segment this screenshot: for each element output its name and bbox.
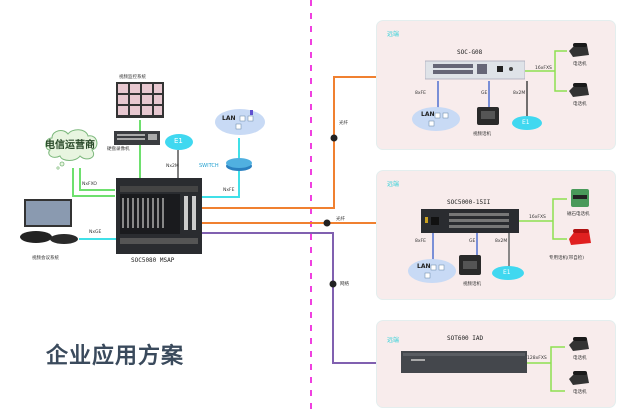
- phone-label: 磁石电话机: [567, 212, 590, 217]
- e1-cloud-icon[interactable]: [491, 265, 525, 281]
- lan-cloud-icon[interactable]: [411, 105, 461, 133]
- soc5080-msap-device[interactable]: [116, 178, 202, 254]
- remote-site-1-panel: 远端 SOC-G08 8xFE GE 8x2M 16xFXS LAN 视频话机 …: [376, 20, 616, 150]
- central-device-label: SOC5080 MSAP: [131, 257, 175, 264]
- carrier-label: 电信运营商: [45, 140, 95, 151]
- video-conference-label: 视频会议系统: [32, 256, 59, 261]
- e1-label: E1: [174, 137, 183, 145]
- remote-site-2-panel: 远端 SOC5000-15II 8xFE GE 8x2M 16xFXS LAN …: [376, 170, 616, 300]
- trunk-2-label: 光纤: [336, 217, 345, 222]
- fxo-link-label: NxFXO: [82, 182, 97, 187]
- video-phone-icon[interactable]: [457, 253, 483, 277]
- fxs-port-label: 16xFXS: [529, 215, 546, 220]
- video-monitor-wall-icon[interactable]: [116, 82, 164, 118]
- ge-port-label: GE: [481, 91, 488, 96]
- dvr-label: 硬盘录像机: [107, 147, 130, 152]
- carrier-cloud-icon[interactable]: [42, 126, 102, 170]
- phone-icon[interactable]: [567, 335, 591, 353]
- phone-label: 电话机: [573, 356, 587, 361]
- fe-link: [202, 138, 240, 198]
- e1-label: E1: [522, 119, 530, 126]
- page-title: 企业应用方案: [46, 344, 185, 369]
- fxs-port-label: 128xFXS: [527, 356, 547, 361]
- fiber-trunk-1: [200, 76, 376, 209]
- trunk-1-label: 光纤: [339, 121, 348, 126]
- fiber-connector-icon: [330, 134, 338, 142]
- soc5000-15ii-device[interactable]: [421, 209, 519, 233]
- video-monitor-label: 视频监控系统: [119, 75, 146, 80]
- dvr-icon[interactable]: [114, 131, 160, 145]
- site-2-links: [432, 198, 567, 269]
- network-trunk-3: [200, 232, 376, 364]
- video-phone-label: 视频话机: [473, 132, 491, 137]
- e1-port-label: 8x2M: [513, 91, 526, 96]
- lan-cloud-icon[interactable]: [214, 108, 266, 136]
- sot600-iad-device[interactable]: [401, 349, 527, 375]
- soc-g08-device[interactable]: [425, 59, 525, 81]
- phone-label: 电话机: [573, 390, 587, 395]
- network-connector-icon: [329, 280, 337, 288]
- e1-link-label: Nx2M: [166, 164, 179, 169]
- e1-cloud-icon[interactable]: [511, 115, 543, 131]
- phone-label: 电话机: [573, 102, 587, 107]
- video-phone-icon[interactable]: [475, 105, 501, 127]
- lan-label: LAN: [417, 263, 431, 270]
- fxo-link-2: [79, 168, 115, 191]
- fe-port-label: 8xFE: [415, 239, 426, 244]
- fiber-connector-icon: [323, 219, 331, 227]
- phone-icon[interactable]: [567, 41, 591, 59]
- phone-label: 专用话机(带自检): [549, 256, 585, 261]
- remote-site-3-panel: 远端 SOT600 IAD 128xFXS 电话机 电话机: [376, 320, 616, 408]
- fe-link-label: NxFE: [223, 188, 235, 193]
- phone-label: 电话机: [573, 62, 587, 67]
- e1-port-label: 8x2M: [495, 239, 508, 244]
- remote-tag: 远端: [387, 31, 400, 38]
- site-3-links: [527, 346, 565, 392]
- remote-tag: 远端: [387, 337, 400, 344]
- fxs-port-label: 16xFXS: [535, 66, 552, 71]
- phone-icon[interactable]: [567, 81, 591, 99]
- remote-device-label: SOC5000-15II: [447, 199, 491, 206]
- e1-cloud-icon[interactable]: [164, 133, 194, 151]
- video-conference-icon[interactable]: [16, 199, 80, 249]
- lan-label: LAN: [421, 111, 435, 118]
- ge-port-label: GE: [469, 239, 476, 244]
- remote-device-label: SOT600 IAD: [447, 335, 484, 342]
- dedicated-phone-icon[interactable]: [567, 227, 593, 249]
- trunk-3-label: 网络: [340, 282, 349, 287]
- fxo-link-1: [72, 168, 115, 197]
- lan-label: LAN: [222, 115, 236, 122]
- switch-icon[interactable]: [225, 157, 253, 171]
- remote-device-label: SOC-G08: [457, 49, 483, 56]
- magneto-phone-icon[interactable]: [569, 187, 591, 209]
- fe-port-label: 8xFE: [415, 91, 426, 96]
- e1-label: E1: [503, 269, 511, 276]
- switch-label: SWITCH: [199, 163, 219, 169]
- ge-link-label: NxGE: [89, 230, 102, 235]
- lan-cloud-icon[interactable]: [407, 257, 457, 285]
- video-phone-label: 视频话机: [463, 282, 481, 287]
- remote-tag: 远端: [387, 181, 400, 188]
- site-1-links: [437, 50, 567, 119]
- phone-icon[interactable]: [567, 369, 591, 387]
